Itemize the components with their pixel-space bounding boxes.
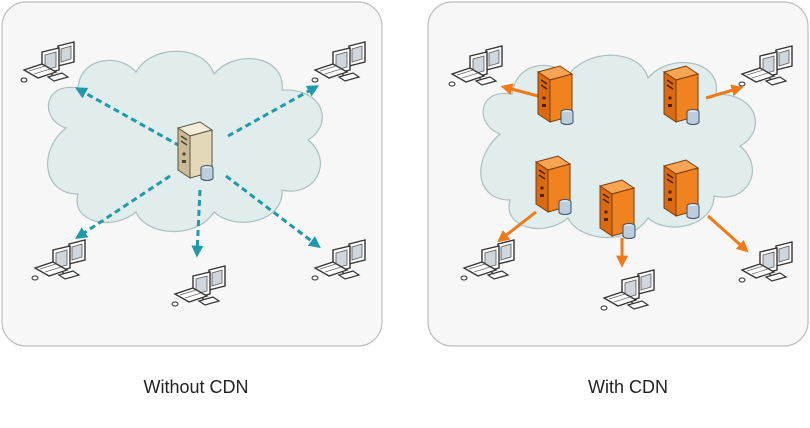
edge-server-icon [663, 159, 700, 219]
arrow-edge-to-client-top-right [705, 84, 744, 100]
edge-server-icon [535, 155, 572, 215]
arrow-edge-to-client-bottom-right [706, 214, 749, 253]
edge-server-icon [663, 65, 700, 125]
arrow-to-client-bottom-center [191, 189, 204, 258]
origin-server-icon [177, 121, 214, 181]
arrow-to-client-top-right [227, 85, 320, 138]
caption-without-cdn: Without CDN [143, 377, 249, 397]
arrow-edge-to-client-bottom-left [497, 210, 537, 243]
caption-with-cdn: With CDN [588, 377, 668, 397]
edge-server-icon [599, 179, 636, 239]
arrow-to-client-bottom-left [74, 174, 171, 239]
arrow-edge-to-client-top-left [500, 83, 539, 98]
edge-server-icon [537, 65, 574, 125]
